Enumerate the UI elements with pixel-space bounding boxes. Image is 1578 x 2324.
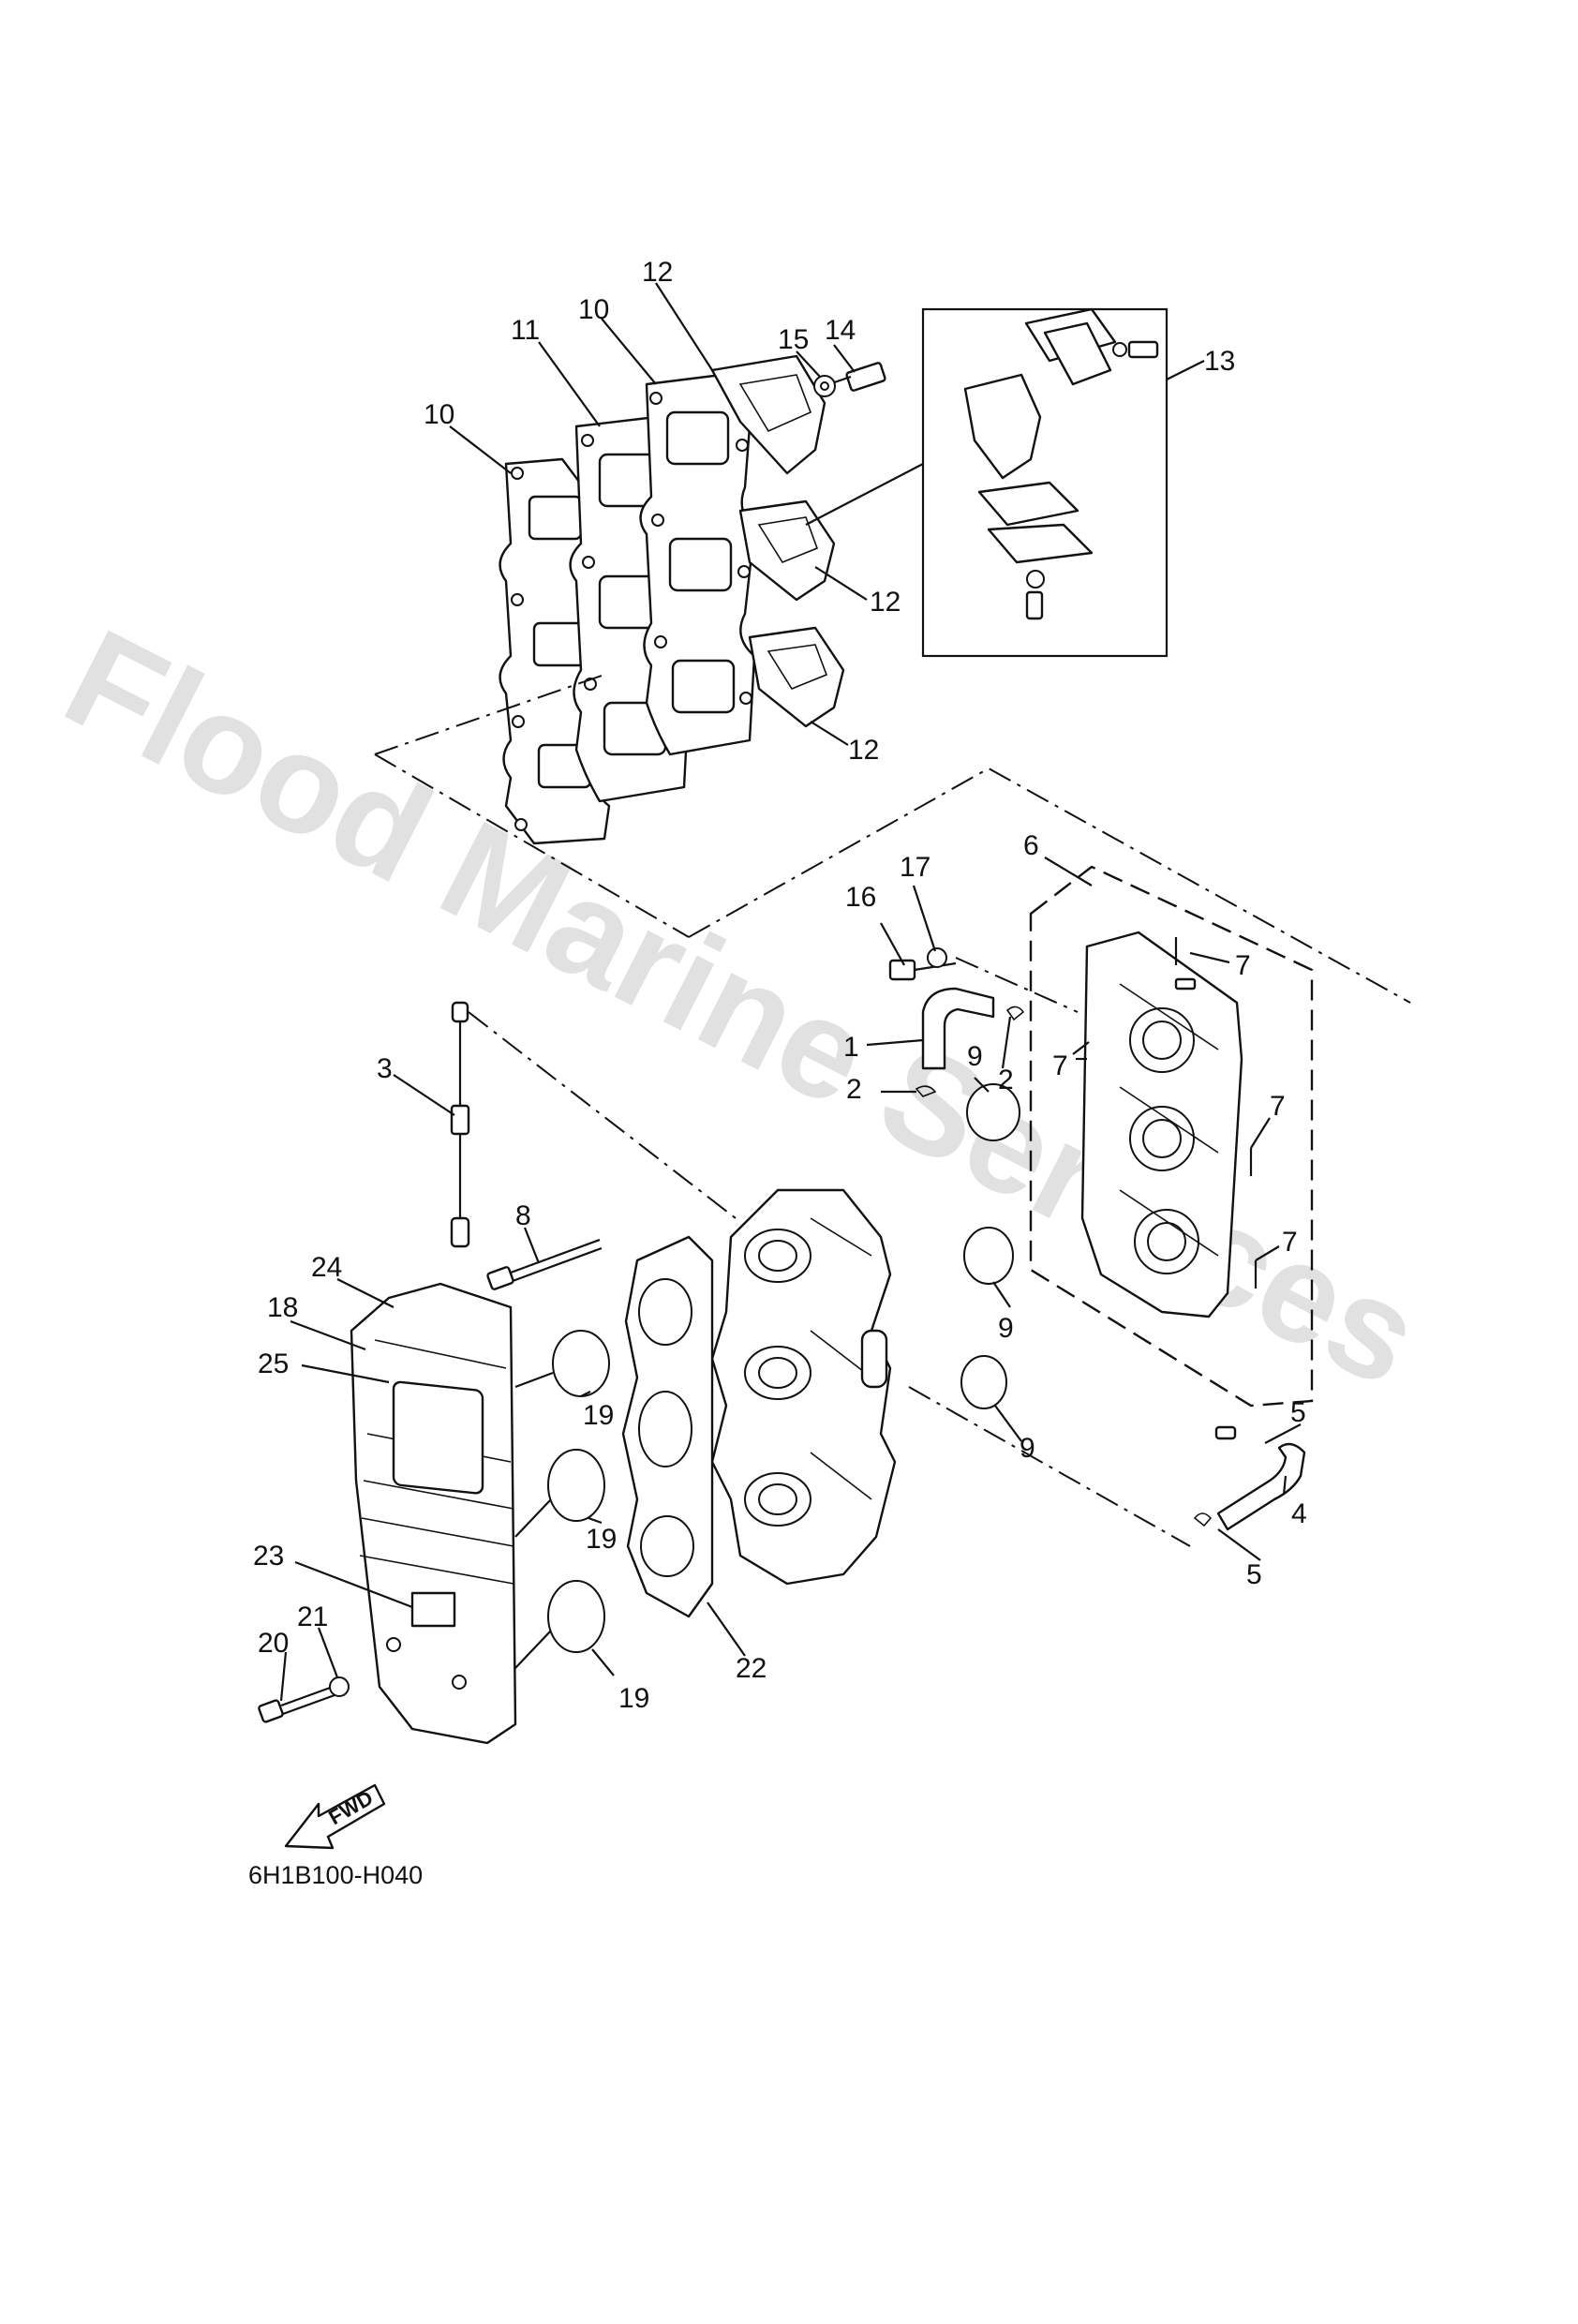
callout-1: 1 — [843, 1032, 859, 1063]
diagram-code: 6H1B100-H040 — [248, 1861, 423, 1889]
washer-17 — [927, 947, 947, 968]
callout-9-low: 9 — [1020, 1433, 1035, 1464]
callout-23: 23 — [253, 1541, 284, 1572]
o-ring-9-low — [960, 1355, 1007, 1409]
bolt-8 — [486, 1238, 603, 1290]
washer-21 — [329, 1676, 350, 1697]
callout-5-low: 5 — [1246, 1559, 1262, 1590]
callout-11: 11 — [511, 315, 540, 346]
callout-4: 4 — [1291, 1498, 1307, 1529]
reed-valve-12-mid — [738, 499, 836, 602]
o-ring-19-top — [552, 1330, 610, 1397]
reed-valve-group — [374, 307, 1411, 1004]
callout-2-right: 2 — [998, 1065, 1014, 1095]
callout-17: 17 — [900, 852, 930, 883]
callout-6: 6 — [1023, 830, 1039, 861]
reed-valve-12-low — [748, 626, 845, 728]
callout-labels: 12 10 11 10 15 14 13 12 12 6 17 16 7 1 9… — [253, 257, 1307, 1714]
callout-7-b: 7 — [1052, 1050, 1068, 1081]
hose-4 — [1216, 1442, 1306, 1531]
carburetor-assembly — [450, 1001, 1306, 1618]
detail-box-13 — [805, 307, 1169, 658]
callout-8: 8 — [515, 1200, 531, 1231]
callout-5-top: 5 — [1290, 1397, 1306, 1428]
callout-2-left: 2 — [846, 1074, 862, 1105]
callout-19-top: 19 — [583, 1400, 614, 1431]
callout-3: 3 — [377, 1053, 393, 1084]
hose-1 — [921, 987, 995, 1070]
callout-10-rear: 10 — [578, 294, 609, 325]
fwd-arrow-icon: FWD — [284, 1783, 386, 1850]
callout-13: 13 — [1204, 346, 1235, 377]
leader-lines — [279, 282, 1302, 1702]
callout-10-front: 10 — [424, 399, 454, 430]
callout-16: 16 — [845, 882, 876, 913]
callout-12-top: 12 — [642, 257, 673, 288]
callout-7-d: 7 — [1282, 1227, 1298, 1258]
o-ring-19-mid — [547, 1449, 605, 1522]
callout-24: 24 — [311, 1252, 342, 1283]
intake-manifold-group — [888, 865, 1314, 1408]
callout-9-top: 9 — [967, 1041, 983, 1072]
callout-9-mid: 9 — [998, 1313, 1014, 1344]
callout-20: 20 — [258, 1628, 289, 1659]
callout-25: 25 — [258, 1348, 289, 1379]
bolt-20 — [258, 1685, 335, 1723]
callout-21: 21 — [297, 1601, 328, 1632]
callout-7-a: 7 — [1235, 950, 1251, 981]
callout-22: 22 — [736, 1653, 767, 1684]
o-ring-9-mid — [963, 1227, 1014, 1285]
callout-18: 18 — [267, 1292, 298, 1323]
reed-valve-12-top — [710, 354, 826, 475]
callout-7-c: 7 — [1270, 1091, 1286, 1122]
o-ring-19-low — [547, 1580, 605, 1653]
o-ring-9-top — [966, 1083, 1020, 1141]
linkage-rod-3 — [450, 1001, 470, 1248]
silencer-cover-group: FWD — [258, 1282, 610, 1850]
callout-12-low: 12 — [848, 735, 879, 766]
callout-19-mid: 19 — [586, 1524, 617, 1555]
callout-15: 15 — [778, 324, 809, 355]
callout-12-mid: 12 — [870, 587, 901, 618]
callout-14: 14 — [825, 315, 856, 346]
callout-19-low: 19 — [618, 1683, 649, 1714]
